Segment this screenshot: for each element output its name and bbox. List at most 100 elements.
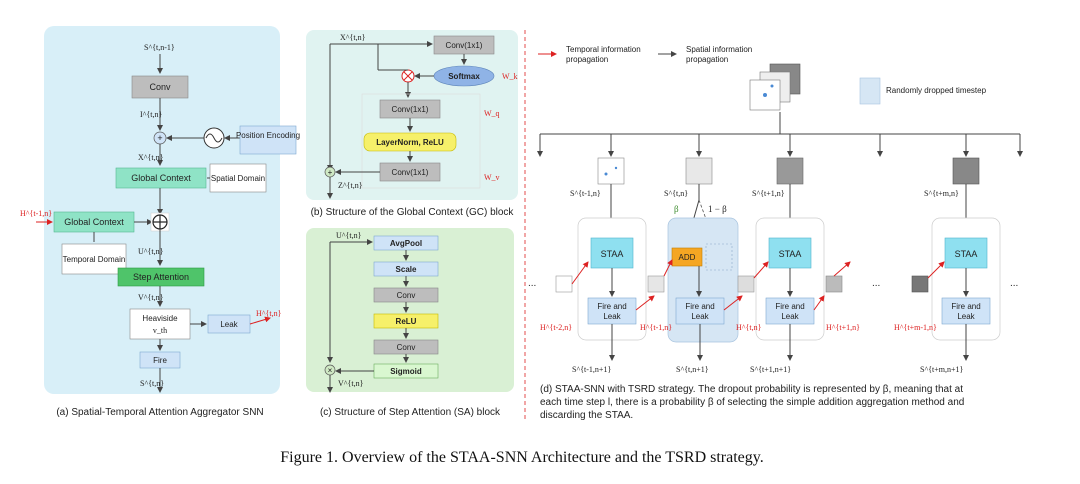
figure-caption: Figure 1. Overview of the STAA-SNN Archi… — [280, 449, 764, 466]
svg-text:+: + — [328, 168, 333, 177]
a-global-context-2-label: Global Context — [64, 217, 124, 227]
panel-d: Temporal information propagation Spatial… — [528, 45, 1023, 421]
d-ellipsis-right: ... — [1010, 278, 1018, 289]
c-u-var: U^{t,n} — [336, 231, 362, 240]
d-caption-line-1: each time step l, there is a probability… — [540, 397, 964, 408]
d-col-0-block — [590, 237, 634, 269]
a-h-in: H^{t-1,n} — [20, 209, 52, 218]
b-z-var: Z^{t,n} — [338, 181, 363, 190]
d-col-0-block-label: STAA — [601, 249, 624, 259]
b-x-var: X^{t,n} — [340, 33, 366, 42]
d-col-2-block — [768, 237, 812, 269]
d-frame-1 — [597, 157, 625, 185]
d-col-1-block-label: ADD — [679, 253, 696, 262]
c-layer-3-label: ReLU — [396, 317, 417, 326]
a-global-context-box — [115, 167, 207, 189]
a-heaviside-box — [129, 308, 191, 340]
a-step-attention-box — [117, 267, 205, 287]
panel-b: X^{t,n} Conv(1x1) Softmax W_k Conv(1x1) … — [306, 30, 518, 218]
d-col-3-block-label: STAA — [955, 249, 978, 259]
d-legend-spatial: Spatial information propagation — [686, 45, 755, 64]
d-col-3-h-in: H^{t+m-1,n} — [894, 323, 937, 332]
c-layer-2-label: Conv — [397, 291, 416, 300]
b-layernorm-label: LayerNorm, ReLU — [376, 138, 444, 147]
a-global-context-label: Global Context — [131, 173, 191, 183]
a-position-encoding-box — [239, 125, 297, 155]
c-layer-5-label: Sigmoid — [390, 367, 422, 376]
b-caption: (b) Structure of the Global Context (GC)… — [311, 207, 515, 218]
svg-text:×: × — [328, 366, 333, 375]
a-heaviside-label: Heaviside — [142, 314, 178, 323]
a-conv-label: Conv — [149, 82, 171, 92]
a-vth-label: v_th — [153, 326, 167, 335]
a-s-out: S^{t,n} — [140, 379, 164, 388]
d-caption-line-0: (d) STAA-SNN with TSRD strategy. The dro… — [540, 384, 963, 395]
d-ellipsis-middle: ... — [872, 278, 880, 289]
c-layer-4-label: Conv — [397, 343, 416, 352]
a-i-var: I^{t,n} — [140, 110, 162, 119]
d-col-2-h-box — [737, 275, 755, 293]
d-col-1-dropped-staa — [705, 243, 733, 271]
a-x-var: X^{t,n} — [138, 153, 164, 162]
c-layer-1-label: Scale — [396, 265, 417, 274]
d-col-0-s-out: S^{t-1,n+1} — [572, 365, 611, 374]
d-col-2-s-in: S^{t+1,n} — [752, 189, 785, 198]
d-col-0-fire — [587, 297, 637, 325]
a-fire-label: Fire — [153, 356, 167, 365]
b-wv-label: W_v — [484, 173, 500, 182]
d-legend-temporal: Temporal information propagation — [566, 45, 643, 64]
d-col-2-fire — [765, 297, 815, 325]
d-col-3-h-box — [911, 275, 929, 293]
b-conv1-label: Conv(1x1) — [446, 41, 483, 50]
a-temporal-domain-label: Temporal Domain — [63, 255, 126, 264]
d-col-3-s-in: S^{t+m,n} — [924, 189, 959, 198]
b-conv3-label: Conv(1x1) — [392, 168, 429, 177]
d-col-0-s-in: S^{t-1,n} — [570, 189, 601, 198]
c-v-var: V^{t,n} — [338, 379, 364, 388]
d-col-1-h-box — [647, 275, 665, 293]
a-temporal-domain-box — [61, 243, 127, 275]
svg-text:+: + — [157, 133, 162, 143]
d-col-2-h-out: H^{t+1,n} — [826, 323, 860, 332]
a-caption: (a) Spatial-Temporal Attention Aggregato… — [56, 407, 263, 418]
a-position-encoding-label: Position Encoding — [236, 131, 300, 140]
panel-c: U^{t,n} AvgPool Scale Conv ReLU Conv Sig… — [306, 228, 514, 418]
d-frame-3 — [776, 157, 804, 185]
b-wq-label: W_q — [484, 109, 500, 118]
b-wk-label: W_k — [502, 72, 518, 81]
d-frame-2 — [685, 157, 713, 185]
d-col-0-h-box — [555, 275, 573, 293]
b-conv2-label: Conv(1x1) — [392, 105, 429, 114]
d-col-1-h-in: H^{t-1,n} — [640, 323, 672, 332]
d-col-3-fire — [941, 297, 991, 325]
d-ellipsis-left: ... — [528, 278, 536, 289]
d-col-1-block — [671, 247, 703, 267]
a-step-attention-label: Step Attention — [133, 272, 189, 282]
a-top-var: S^{t,n-1} — [144, 43, 175, 52]
a-leak-label: Leak — [220, 320, 238, 329]
d-col-1-fire — [675, 297, 725, 325]
c-layer-0-label: AvgPool — [390, 239, 422, 248]
a-v-var: V^{t,n} — [138, 293, 164, 302]
d-legend-dropped-swatch — [859, 77, 881, 105]
d-col-2-h-out-box — [825, 275, 843, 293]
panel-a: S^{t,n-1} Conv I^{t,n} + Position Encodi… — [20, 26, 300, 418]
d-legend-dropped: Randomly dropped timestep — [886, 86, 987, 95]
d-col-3-s-out: S^{t+m,n+1} — [920, 365, 964, 374]
c-caption: (c) Structure of Step Attention (SA) blo… — [320, 407, 501, 418]
d-col-2-s-out: S^{t+1,n+1} — [750, 365, 791, 374]
a-h-out: H^{t,n} — [256, 309, 282, 318]
d-caption-line-2: discarding the STAA. — [540, 410, 633, 421]
d-frame-4 — [952, 157, 980, 185]
b-softmax-label: Softmax — [448, 72, 480, 81]
a-spatial-domain-box — [209, 163, 267, 193]
d-col-2-block-label: STAA — [779, 249, 802, 259]
d-col-1-s-in: S^{t,n} — [664, 189, 688, 198]
a-spatial-domain-label: Spatial Domain — [211, 174, 265, 183]
d-col-1-beta: β — [674, 204, 679, 214]
d-col-2-h-in: H^{t,n} — [736, 323, 762, 332]
a-sine-icon — [205, 133, 223, 143]
